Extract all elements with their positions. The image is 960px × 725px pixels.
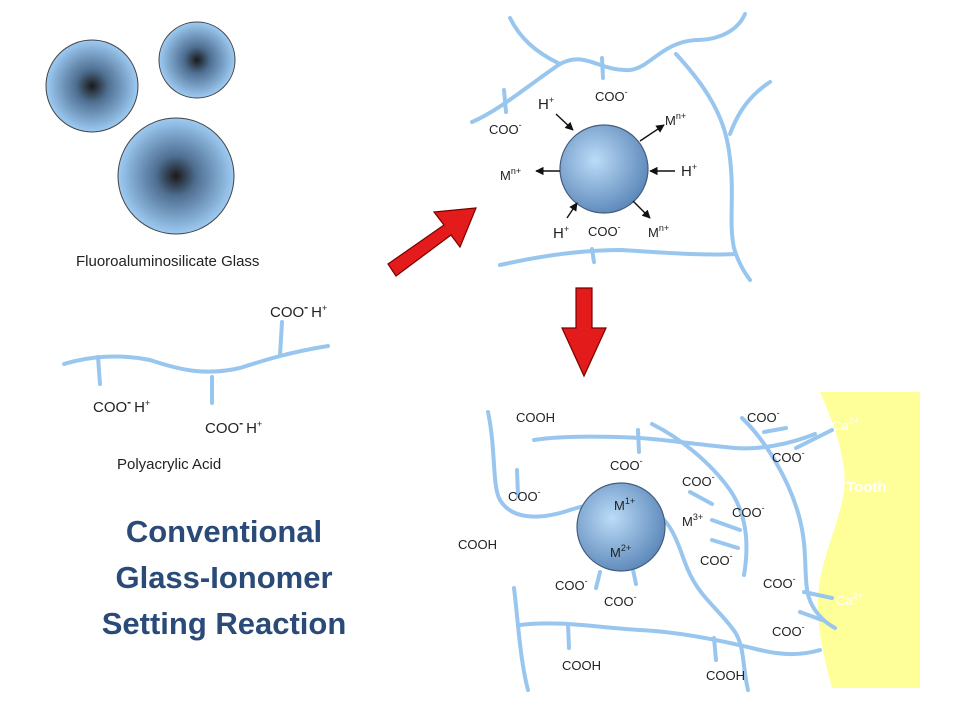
carboxylate-label: COO-H+ bbox=[205, 416, 262, 437]
polymer-side-chain bbox=[594, 570, 602, 590]
polymer-chain bbox=[508, 16, 562, 66]
h-ion-arrow bbox=[555, 113, 574, 131]
metal-ion-label: Mn+ bbox=[648, 223, 669, 240]
carboxylate-label: COO- bbox=[489, 120, 522, 137]
polymer-chain bbox=[470, 12, 747, 124]
carboxylate-label: COO- bbox=[682, 472, 715, 489]
h-ion-label: H+ bbox=[553, 224, 569, 242]
polymer-side-chain bbox=[590, 247, 596, 264]
glass-particle-large bbox=[117, 117, 235, 235]
polymer-side-chain bbox=[710, 538, 740, 550]
metal-ion-arrow bbox=[639, 124, 665, 142]
polymer-side-chain bbox=[502, 88, 508, 114]
reaction-arrow-down bbox=[561, 287, 607, 378]
carboxylate-label: COO- bbox=[610, 456, 643, 473]
metal-ion-arrow bbox=[632, 200, 651, 219]
polymer-side-chain bbox=[712, 636, 718, 662]
polymer-chain bbox=[512, 586, 530, 692]
metal-ion-label: M3+ bbox=[682, 512, 703, 529]
polyacrylic-side-chain bbox=[278, 320, 284, 357]
carboxylate-label: COO- bbox=[508, 487, 541, 504]
carboxylate-label: COO- bbox=[772, 448, 805, 465]
polymer-side-chain bbox=[762, 426, 788, 434]
polymer-side-chain bbox=[515, 468, 520, 498]
polyacrylic-chain bbox=[62, 344, 330, 374]
acid-label: Polyacrylic Acid bbox=[117, 456, 221, 473]
carboxylate-label: COO- bbox=[595, 87, 628, 104]
polyacrylic-side-chain bbox=[96, 355, 102, 386]
carboxyl-label: COOH bbox=[458, 537, 497, 552]
calcium-ion-label: Ca2+ bbox=[832, 416, 859, 433]
polymer-side-chain bbox=[688, 490, 714, 506]
title-line: Conventional bbox=[126, 514, 322, 549]
carboxyl-label: COOH bbox=[516, 410, 555, 425]
metal-ion-label: Mn+ bbox=[665, 111, 686, 128]
polymer-chain bbox=[650, 422, 749, 577]
title-line: Setting Reaction bbox=[102, 606, 347, 641]
glass-particle-medium bbox=[158, 21, 236, 99]
h-ion-label: H+ bbox=[538, 95, 554, 113]
polymer-side-chain bbox=[798, 610, 824, 622]
polymer-side-chain bbox=[566, 622, 571, 650]
tooth bbox=[817, 392, 920, 688]
polymer-chain bbox=[674, 52, 752, 282]
glass-particle-core bbox=[576, 482, 666, 572]
glass-particles bbox=[45, 21, 236, 235]
carboxylate-label: COO- bbox=[747, 408, 780, 425]
carboxylate-label: COO- bbox=[604, 592, 637, 609]
glass-label: Fluoroaluminosilicate Glass bbox=[76, 253, 259, 270]
reaction-arrow-diagonal bbox=[387, 207, 477, 277]
set-cement-scene: Tooth COOH COOH COOH COOH COO- COO- COO-… bbox=[458, 392, 920, 692]
tooth-label: Tooth bbox=[846, 479, 887, 496]
polymer-chain bbox=[728, 80, 772, 136]
polymer-side-chain bbox=[710, 518, 742, 532]
page-title: Conventional Glass-Ionomer Setting React… bbox=[102, 514, 347, 641]
glass-particle-small bbox=[45, 39, 139, 133]
h-ion-arrow bbox=[566, 202, 578, 219]
carboxylate-label: COO- bbox=[700, 551, 733, 568]
carboxyl-label: COOH bbox=[706, 668, 745, 683]
metal-ion-label: Mn+ bbox=[500, 166, 521, 183]
polymer-side-chain bbox=[636, 428, 641, 454]
carboxylate-label: COO-H+ bbox=[93, 395, 150, 416]
carboxyl-label: COOH bbox=[562, 658, 601, 673]
title-line: Glass-Ionomer bbox=[115, 560, 332, 595]
calcium-ion-label: Ca2+ bbox=[836, 591, 863, 608]
carboxylate-label: COO- bbox=[732, 503, 765, 520]
carboxylate-label: COO- bbox=[588, 222, 621, 239]
polymer-side-chain bbox=[794, 428, 834, 450]
metal-ion-label: M2+ bbox=[610, 543, 631, 560]
metal-ion-label: M1+ bbox=[614, 496, 635, 513]
polymer-chain bbox=[498, 248, 737, 267]
polymer-chain bbox=[518, 621, 822, 657]
polyacrylic-acid bbox=[62, 320, 330, 405]
polymer-side-chain bbox=[600, 56, 605, 80]
carboxylate-label: COO-H+ bbox=[270, 300, 327, 321]
polymer-side-chain bbox=[802, 590, 834, 600]
h-ion-label: H+ bbox=[681, 162, 697, 180]
carboxylate-label: COO- bbox=[772, 622, 805, 639]
carboxylate-label: COO- bbox=[555, 576, 588, 593]
glass-particle bbox=[559, 124, 649, 214]
acid-attack-scene: COO- COO- COO- H+ Mn+ Mn+ H+ H+ Mn+ bbox=[470, 12, 772, 282]
carboxylate-label: COO- bbox=[763, 574, 796, 591]
